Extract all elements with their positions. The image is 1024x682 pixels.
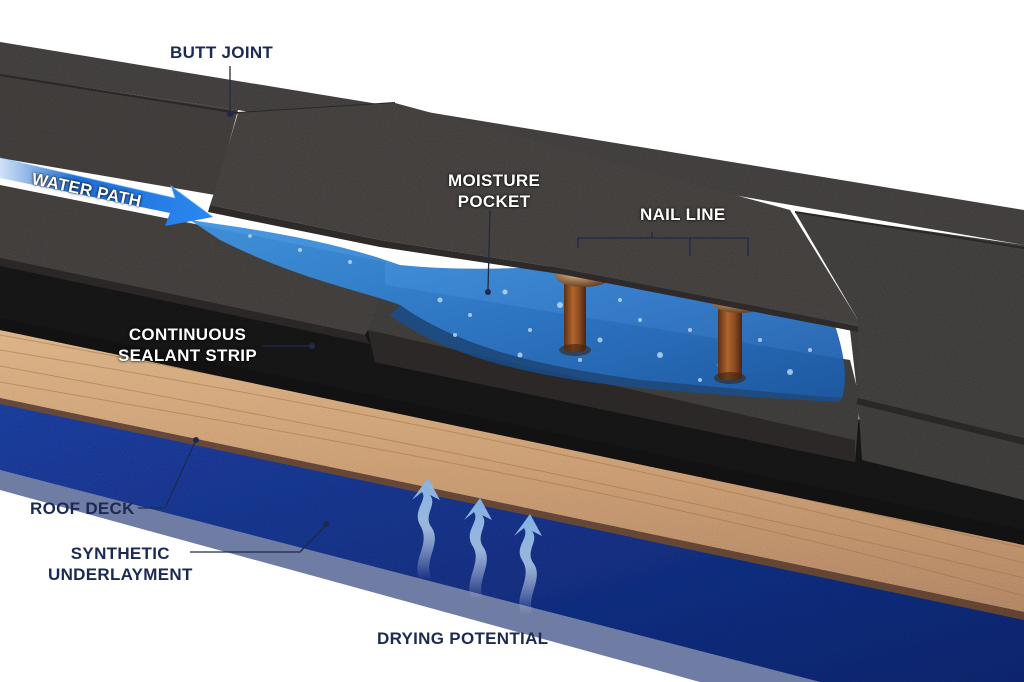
sealant-strip-line-1: CONTINUOUS: [128, 325, 247, 344]
moisture-pocket-line-2: POCKET: [457, 192, 531, 211]
top-overlapping-shingle: [208, 103, 858, 332]
leader-dots: [193, 111, 491, 527]
drying-arrow: [464, 498, 492, 600]
drying-potential-label: DRYING POTENTIAL: [377, 629, 549, 648]
drying-arrow: [412, 478, 440, 580]
nail-line-label: NAIL LINE: [640, 205, 726, 224]
sealant-base-layer: [0, 250, 1024, 545]
water-path-arrow: [0, 157, 214, 226]
roof-deck-layer: [0, 318, 1024, 620]
synthetic-underlayment-label: SYNTHETIC UNDERLAYMENT: [48, 543, 193, 585]
underlayment-line-1: SYNTHETIC: [70, 544, 170, 563]
underlayment-line-2: UNDERLAYMENT: [48, 565, 193, 584]
roof-deck-label: ROOF DECK: [30, 499, 135, 518]
butt-joint-label: BUTT JOINT: [170, 43, 274, 62]
upper-shingle-right: [794, 211, 1024, 445]
lower-shingle-left: [0, 185, 385, 344]
leader-lines: [138, 66, 749, 553]
synthetic-underlayment-layer: [0, 395, 1024, 682]
moisture-pocket-line-1: MOISTURE: [448, 171, 541, 190]
sealant-strip-line-2: SEALANT STRIP: [118, 346, 257, 365]
drying-arrow: [514, 514, 542, 615]
moisture-pocket-label: MOISTURE POCKET: [448, 170, 540, 212]
continuous-sealant-strip-label: CONTINUOUS SEALANT STRIP: [118, 324, 257, 366]
